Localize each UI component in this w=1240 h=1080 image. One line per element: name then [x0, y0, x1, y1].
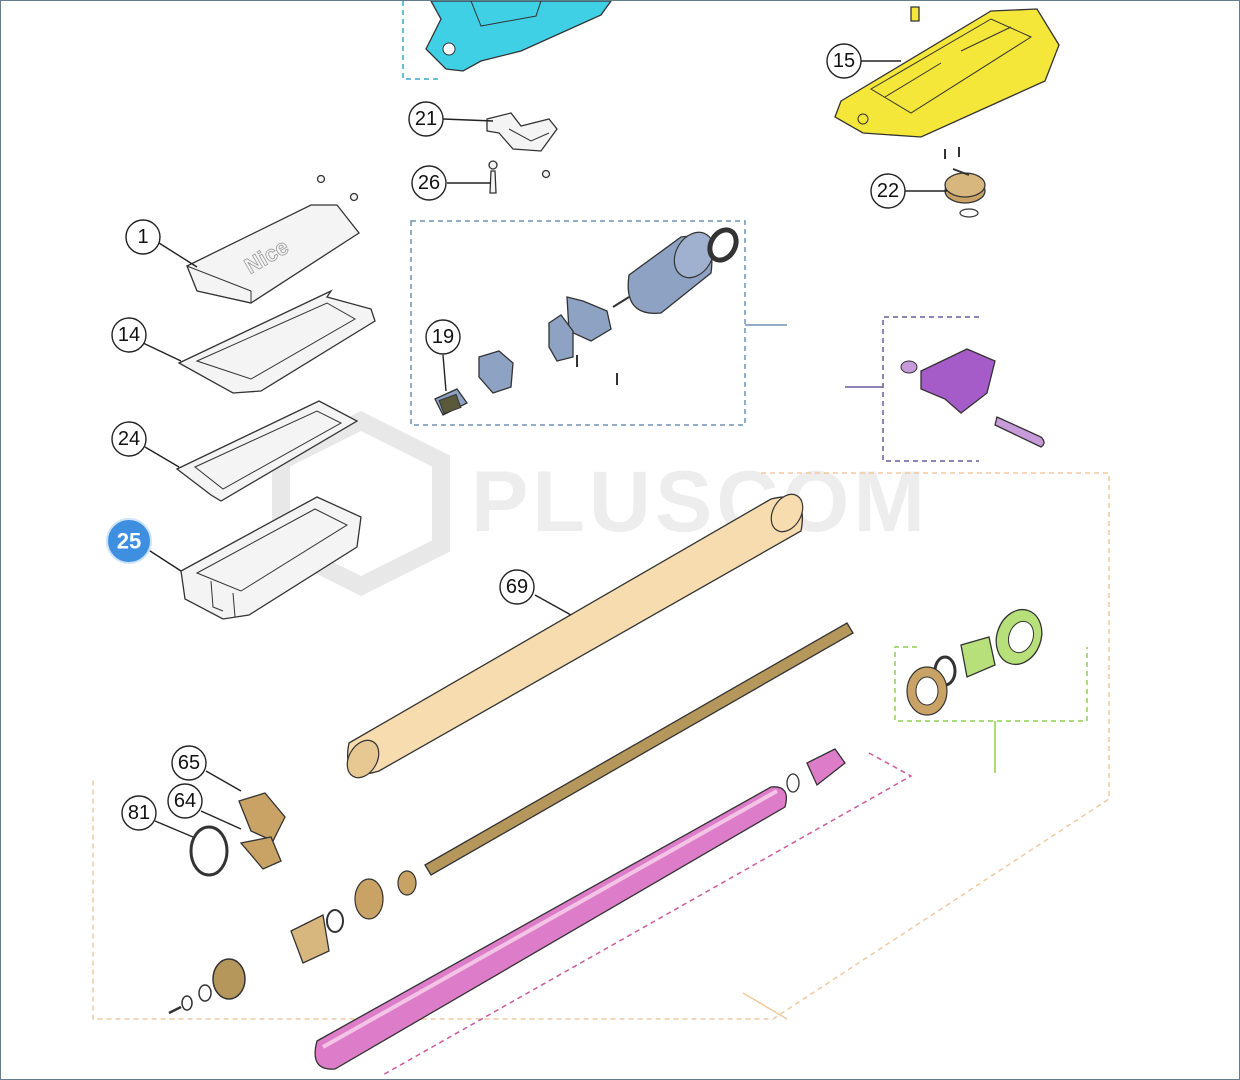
callout-label: 22: [877, 180, 899, 202]
threaded-rod-part[interactable]: [424, 622, 854, 876]
callout-label: 14: [118, 324, 140, 346]
leader-19: [442, 354, 447, 392]
callout-label: 26: [418, 172, 440, 194]
end-clamp-parts[interactable]: [189, 792, 286, 877]
callout-81[interactable]: 81: [121, 795, 157, 831]
watermark-text: PLUSCOM: [471, 454, 929, 550]
callout-22[interactable]: 22: [870, 173, 906, 209]
gear-part-22[interactable]: [944, 168, 986, 218]
frame-cyan-group: [402, 1, 441, 80]
callout-21[interactable]: 21: [408, 101, 444, 137]
callout-64[interactable]: 64: [167, 783, 203, 819]
callout-label: 25: [117, 529, 141, 554]
leader-14: [142, 342, 182, 362]
callout-24[interactable]: 24: [111, 421, 147, 457]
callout-69[interactable]: 69: [499, 569, 535, 605]
top-cover-part[interactable]: Nice: [186, 174, 360, 304]
leader-64: [200, 810, 242, 830]
bearing-parts[interactable]: [168, 870, 417, 1015]
callout-label: 69: [506, 576, 528, 598]
gasket-part-14[interactable]: [177, 289, 376, 394]
bracket-part-21[interactable]: [486, 112, 558, 152]
leader-21: [442, 118, 494, 122]
leader-81: [154, 820, 194, 838]
callout-label: 24: [118, 428, 140, 450]
frame-motor-group: [410, 220, 787, 426]
callout-14[interactable]: 14: [111, 317, 147, 353]
callout-65[interactable]: 65: [171, 745, 207, 781]
callout-1[interactable]: 1: [125, 219, 161, 255]
leader-25: [146, 548, 182, 572]
screws-26[interactable]: [488, 160, 551, 194]
frame-tube-group: [92, 472, 1110, 1020]
leader-69: [534, 594, 572, 616]
callout-label: 65: [178, 752, 200, 774]
leader-24: [144, 446, 180, 468]
frame-bracket-group: [845, 316, 979, 462]
green-gear-part[interactable]: [906, 603, 1049, 716]
frame-rod-group: [380, 752, 913, 1077]
callout-label: 1: [137, 226, 148, 248]
callout-15[interactable]: 15: [826, 43, 862, 79]
callout-label: 81: [128, 802, 150, 824]
callout-19[interactable]: 19: [425, 319, 461, 355]
push-rod-part[interactable]: [314, 748, 846, 1070]
cyan-housing-part[interactable]: [425, 1, 612, 72]
leader-1: [158, 242, 198, 268]
frame-gear-group: [894, 646, 1088, 773]
violet-bracket-part[interactable]: [900, 348, 1045, 448]
callout-label: 64: [174, 790, 196, 812]
leader-65: [205, 770, 242, 792]
watermark: PLUSCOM: [272, 410, 929, 597]
motor-assembly[interactable]: [434, 225, 741, 416]
yellow-housing-part-15[interactable]: [834, 6, 1060, 159]
callout-25-selected[interactable]: 25: [106, 518, 152, 564]
callout-label: 15: [833, 50, 855, 72]
callout-26[interactable]: 26: [411, 165, 447, 201]
gasket-part-24[interactable]: [175, 400, 359, 502]
base-housing-part-25[interactable]: [180, 496, 362, 620]
tube-part-69[interactable]: [341, 489, 809, 784]
callout-label: 21: [415, 108, 437, 130]
callout-label: 19: [432, 326, 454, 348]
